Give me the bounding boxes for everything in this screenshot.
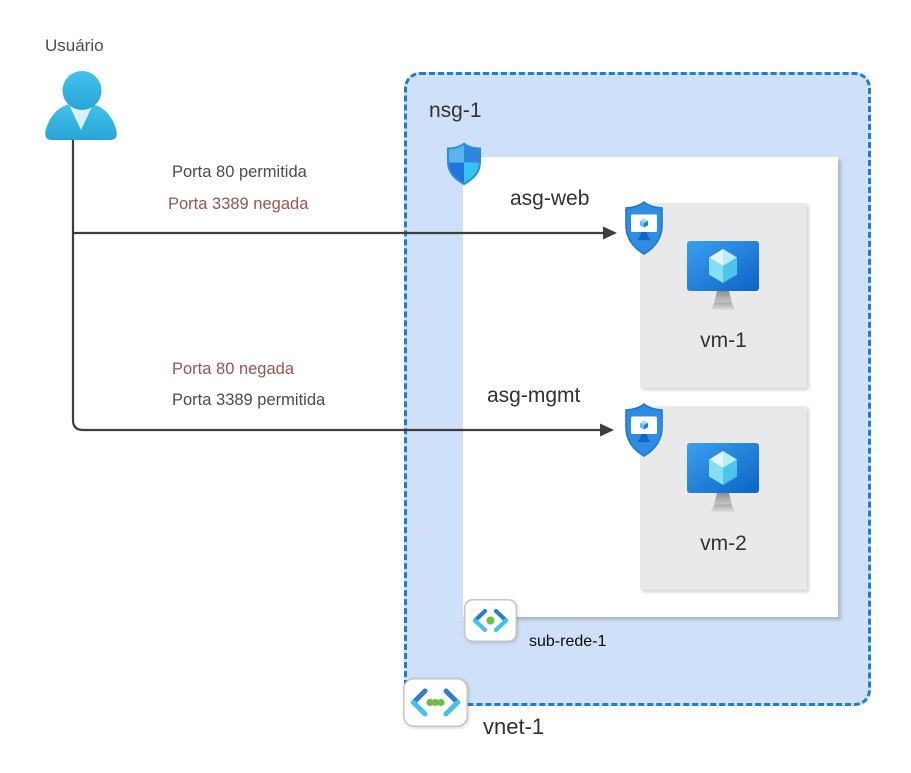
- user-label: Usuário: [45, 36, 104, 55]
- subnet-icon: [464, 599, 517, 642]
- vm-1-label: vm-1: [700, 329, 747, 352]
- nsg-label: nsg-1: [429, 99, 482, 122]
- rule-port3389-allowed: Porta 3389 permitida: [172, 391, 326, 409]
- vnet-icon: [403, 678, 468, 727]
- nsg-shield-icon: [447, 142, 481, 186]
- asg-mgmt-label: asg-mgmt: [487, 384, 581, 407]
- rule-port3389-denied: Porta 3389 negada: [168, 195, 309, 213]
- asg-web-label: asg-web: [510, 187, 590, 210]
- user-icon: [45, 71, 117, 140]
- vnet-label: vnet-1: [483, 714, 545, 739]
- asg-mgmt-shield-icon: [625, 402, 663, 457]
- vm-2-label: vm-2: [700, 532, 747, 555]
- subnet-label: sub-rede-1: [529, 633, 607, 650]
- rule-port80-denied: Porta 80 negada: [172, 360, 295, 378]
- asg-web-shield-icon: [625, 200, 663, 255]
- vm-1-icon: [687, 241, 759, 310]
- rule-port80-allowed: Porta 80 permitida: [172, 163, 307, 181]
- vm-2-icon: [687, 443, 759, 512]
